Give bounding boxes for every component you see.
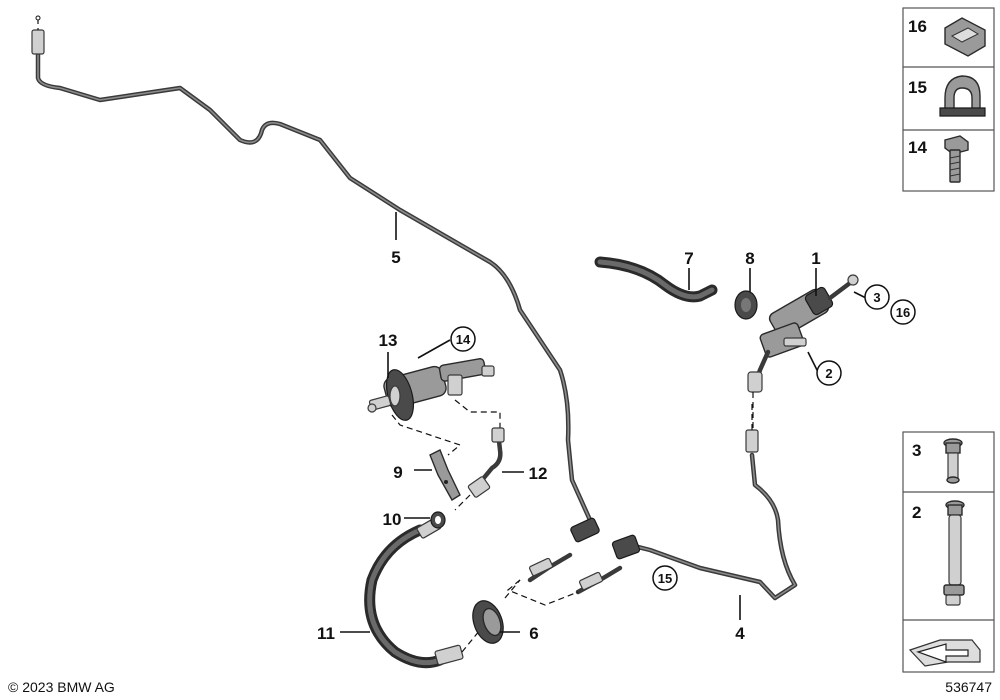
callout-7: 7 <box>684 249 693 268</box>
svg-text:2: 2 <box>825 366 832 381</box>
callout-1: 1 <box>811 249 820 268</box>
pipe-5-lower-fitting <box>570 517 600 543</box>
orientation-arrow-icon <box>908 639 981 667</box>
circled-callout-2: 2 <box>816 360 842 386</box>
washer-10 <box>430 511 446 529</box>
diagram-number: 536747 <box>945 679 992 695</box>
callout-6: 6 <box>529 624 538 643</box>
legend-item-14-label: 14 <box>908 138 927 157</box>
legend-item-3-label: 3 <box>912 441 921 460</box>
legend-item-16-label: 16 <box>908 17 927 36</box>
seal-8 <box>734 290 758 320</box>
callout-5: 5 <box>391 248 400 267</box>
legend-item-15-label: 15 <box>908 78 927 97</box>
pipe-5 <box>31 15 600 543</box>
pipe-12 <box>454 427 505 511</box>
circled-callout-14: 14 <box>450 326 476 352</box>
callout-12: 12 <box>529 464 548 483</box>
pipe-5-end-fitting <box>31 29 45 55</box>
circled-callout-15: 15 <box>652 565 678 591</box>
clip-15-icon <box>944 75 981 116</box>
circled-callout-3: 3 <box>864 284 890 310</box>
leader-lines <box>340 212 867 633</box>
legend-item-2-label: 2 <box>912 503 921 522</box>
callout-10: 10 <box>383 510 402 529</box>
supply-hose-7 <box>594 256 718 303</box>
grommet-6 <box>472 600 504 644</box>
svg-text:3: 3 <box>873 290 880 305</box>
fitting-3-icon <box>943 438 963 484</box>
bracket-9 <box>429 449 461 501</box>
hose-11 <box>364 517 481 669</box>
connector-pipes <box>504 552 623 606</box>
slave-cylinder-13 <box>367 358 495 421</box>
callout-8: 8 <box>745 249 754 268</box>
svg-text:16: 16 <box>896 305 910 320</box>
legend-bottom: 3 2 <box>902 431 995 673</box>
callout-4: 4 <box>735 624 745 643</box>
pipe-4-fitting <box>611 534 641 560</box>
pipe-4-upper-fitting <box>745 429 759 453</box>
svg-text:14: 14 <box>456 332 471 347</box>
legend-top: 16 15 14 <box>902 7 995 192</box>
bolt-14-icon <box>944 135 969 183</box>
fitting-2-icon <box>943 500 965 606</box>
callout-11: 11 <box>317 624 335 643</box>
pipe-4 <box>611 400 798 601</box>
master-cylinder-1 <box>747 274 859 430</box>
callout-13: 13 <box>379 331 398 350</box>
callout-9: 9 <box>393 463 402 482</box>
copyright-text: © 2023 BMW AG <box>8 679 115 695</box>
svg-text:15: 15 <box>658 571 672 586</box>
circled-callout-16: 16 <box>890 299 916 325</box>
